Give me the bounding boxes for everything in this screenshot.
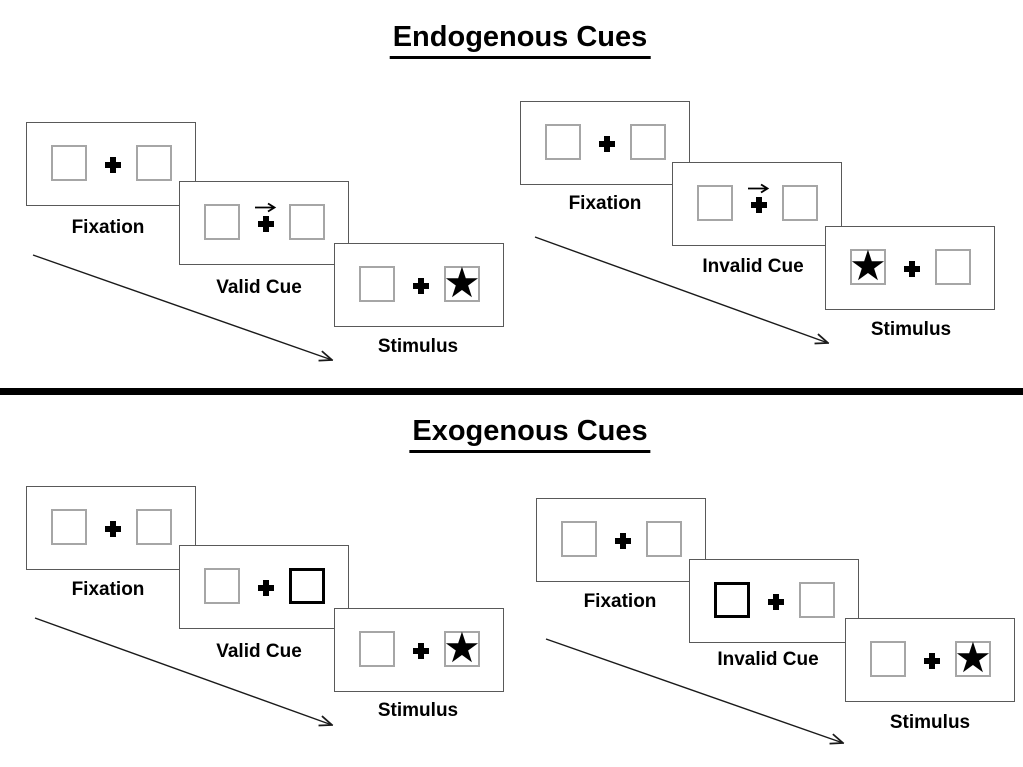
panel-label: Stimulus: [870, 319, 952, 340]
star-icon: ★: [443, 622, 481, 672]
fixation-cross-icon: [599, 136, 615, 152]
panel-label: Stimulus: [889, 712, 971, 733]
right-box: ★: [443, 261, 481, 303]
panel-label: Valid Cue: [216, 277, 302, 298]
fixation-cross-icon: [904, 261, 920, 277]
star-icon: ★: [954, 632, 992, 682]
panel-valid-cue: [179, 545, 349, 629]
timeline-arrow: [32, 254, 332, 360]
fixation-cross-icon: [924, 653, 940, 669]
panel-valid-cue: [179, 181, 349, 265]
right-box: [799, 582, 835, 618]
right-box: [136, 509, 172, 545]
cue-arrow-icon: [748, 183, 770, 194]
panel-label: Fixation: [583, 591, 657, 612]
right-box: [935, 249, 971, 285]
fixation-cross-icon: [258, 580, 274, 596]
left-box: [870, 641, 906, 677]
left-box: [204, 568, 240, 604]
highlighted-box-cue: [714, 582, 750, 618]
panel-label: Invalid Cue: [717, 649, 819, 670]
left-box: [51, 145, 87, 181]
left-box: [561, 521, 597, 557]
star-icon: ★: [849, 240, 887, 290]
panel-stimulus: ★: [845, 618, 1015, 702]
fixation-cross-icon: [105, 157, 121, 173]
section-title-endogenous: Endogenous Cues: [389, 21, 651, 59]
panel-invalid-cue: [672, 162, 842, 246]
left-box: [359, 266, 395, 302]
panel-label: Stimulus: [377, 700, 459, 721]
fixation-cross-icon: [105, 521, 121, 537]
panel-fixation: [536, 498, 706, 582]
right-box: ★: [443, 626, 481, 668]
left-box: [51, 509, 87, 545]
section-divider: [0, 388, 1023, 395]
panel-label: Fixation: [71, 217, 145, 238]
fixation-cross-icon: [413, 643, 429, 659]
fixation-cross-icon: [615, 533, 631, 549]
timeline-arrow: [534, 236, 828, 343]
panel-label: Stimulus: [377, 336, 459, 357]
panel-stimulus: ★: [334, 243, 504, 327]
panel-label: Fixation: [568, 193, 642, 214]
panel-fixation: [26, 486, 196, 570]
fixation-cross-icon: [768, 594, 784, 610]
left-box: [204, 204, 240, 240]
left-box: [359, 631, 395, 667]
left-box: [545, 124, 581, 160]
section-title-exogenous: Exogenous Cues: [409, 415, 651, 453]
left-box: [697, 185, 733, 221]
left-box: ★: [849, 244, 887, 286]
fixation-cross-icon: [258, 216, 274, 232]
panel-label: Fixation: [71, 579, 145, 600]
right-box: [136, 145, 172, 181]
fixation-cross-icon: [413, 278, 429, 294]
timeline-arrow: [34, 617, 332, 725]
right-box: [782, 185, 818, 221]
right-box: [630, 124, 666, 160]
panel-label: Invalid Cue: [702, 256, 804, 277]
panel-label: Valid Cue: [216, 641, 302, 662]
highlighted-box-cue: [289, 568, 325, 604]
fixation-cross-icon: [751, 197, 767, 213]
cue-arrow-icon: [255, 202, 277, 213]
panel-stimulus: ★: [825, 226, 995, 310]
star-icon: ★: [443, 257, 481, 307]
right-box: [289, 204, 325, 240]
panel-fixation: [520, 101, 690, 185]
panel-invalid-cue: [689, 559, 859, 643]
right-box: [646, 521, 682, 557]
panel-stimulus: ★: [334, 608, 504, 692]
panel-fixation: [26, 122, 196, 206]
right-box: ★: [954, 636, 992, 678]
